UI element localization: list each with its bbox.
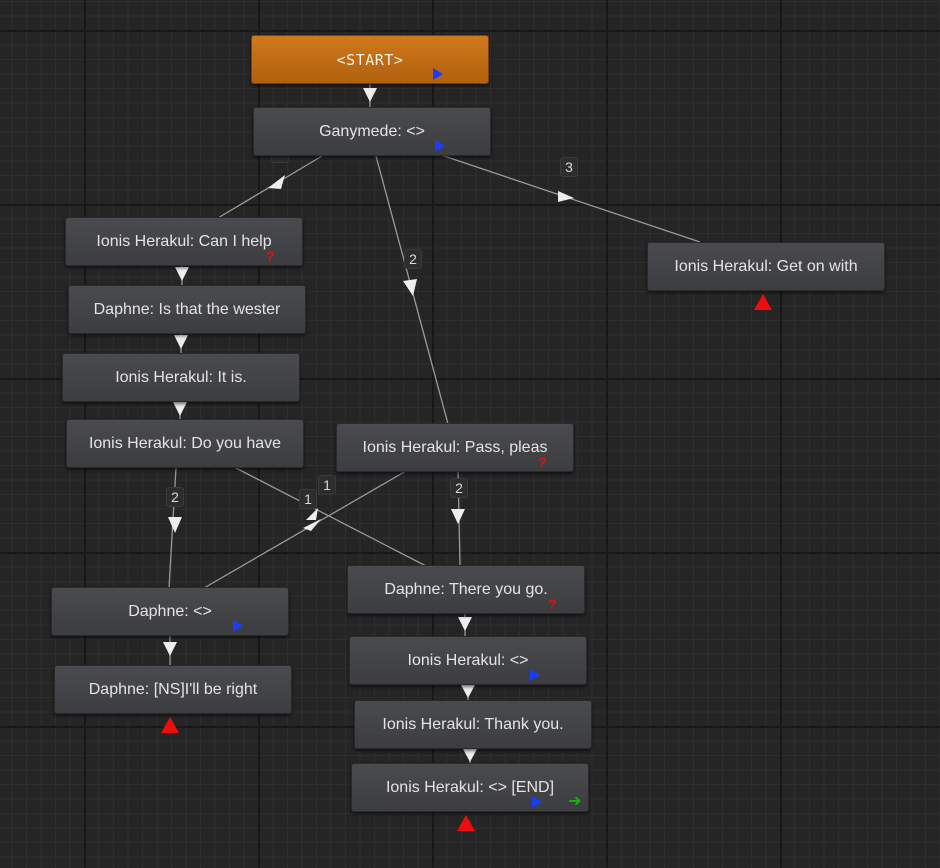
node-label: Ionis Herakul: Do you have xyxy=(88,434,282,452)
node-ganymede[interactable]: Ganymede: <> xyxy=(253,107,491,156)
edge-arrow xyxy=(363,88,377,102)
node-ionis-can-i-help[interactable]: Ionis Herakul: Can I help ? xyxy=(65,217,303,266)
node-daphne-there-you-go[interactable]: Daphne: There you go. ? xyxy=(347,565,585,614)
edge-arrow xyxy=(451,509,465,524)
node-label: Ionis Herakul: It is. xyxy=(115,368,247,386)
edge-arrow xyxy=(303,519,321,531)
edge-arrow xyxy=(403,279,417,296)
node-label: Daphne: <> xyxy=(128,602,212,620)
node-label: Daphne: Is that the wester xyxy=(93,300,281,318)
edge-arrow xyxy=(163,642,177,656)
edge-arrow xyxy=(174,335,188,349)
edge-arrow xyxy=(461,685,475,698)
node-label: Ionis Herakul: <> xyxy=(407,651,529,669)
node-ionis-get-on-with[interactable]: Ionis Herakul: Get on with xyxy=(647,242,885,291)
node-daphne-empty[interactable]: Daphne: <> xyxy=(51,587,289,636)
node-label: Ionis Herakul: Get on with xyxy=(674,257,858,275)
node-label: Ionis Herakul: Thank you. xyxy=(382,715,564,733)
node-label: Ionis Herakul: <> [END] xyxy=(385,778,555,796)
node-ionis-pass[interactable]: Ionis Herakul: Pass, pleas ? xyxy=(336,423,574,472)
node-label: <START> xyxy=(336,50,404,69)
branch-label-pass-1: 1 xyxy=(318,475,336,495)
warning-triangle-icon xyxy=(457,815,475,831)
end-arrow-icon: ➜ xyxy=(568,793,582,810)
node-daphne-ns[interactable]: Daphne: [NS]I'll be right xyxy=(54,665,292,714)
edge-arrow xyxy=(173,402,187,416)
play-icon[interactable] xyxy=(435,140,445,152)
edge-arrow xyxy=(306,508,318,520)
branch-label-pass-2: 2 xyxy=(450,478,468,498)
play-icon[interactable] xyxy=(233,620,243,632)
node-daphne-western[interactable]: Daphne: Is that the wester xyxy=(68,285,306,334)
node-ionis-it-is[interactable]: Ionis Herakul: It is. xyxy=(62,353,300,402)
warning-triangle-icon xyxy=(754,294,772,310)
edge-arrow xyxy=(463,749,477,762)
edge-arrow xyxy=(558,191,574,202)
edge-arrow xyxy=(458,617,472,631)
start-node[interactable]: <START> xyxy=(251,35,489,84)
play-icon[interactable] xyxy=(532,796,542,808)
node-ionis-empty[interactable]: Ionis Herakul: <> xyxy=(349,636,587,685)
node-ionis-end[interactable]: Ionis Herakul: <> [END] ➜ xyxy=(351,763,589,812)
node-label: Ionis Herakul: Pass, pleas xyxy=(362,438,548,456)
node-label: Daphne: There you go. xyxy=(384,580,548,598)
edge-arrow xyxy=(268,175,285,189)
warning-triangle-icon xyxy=(161,717,179,733)
branch-label-doyouhave-2: 2 xyxy=(166,487,184,507)
edge-pass-1 xyxy=(203,470,407,589)
node-ionis-do-you-have[interactable]: Ionis Herakul: Do you have xyxy=(66,419,304,468)
edge-arrow xyxy=(168,517,182,533)
question-icon: ? xyxy=(548,596,557,612)
node-label: Ionis Herakul: Can I help xyxy=(96,232,272,250)
node-label: Daphne: [NS]I'll be right xyxy=(88,680,258,698)
branch-label-doyouhave-1: 1 xyxy=(299,489,317,509)
branch-label-ganymede-2: 2 xyxy=(404,249,422,269)
question-icon: ? xyxy=(266,248,275,264)
node-label: Ganymede: <> xyxy=(319,122,425,140)
play-icon[interactable] xyxy=(433,68,443,80)
branch-label-ganymede-3: 3 xyxy=(560,157,578,177)
edge-arrow xyxy=(175,267,189,281)
play-icon[interactable] xyxy=(530,669,540,681)
node-ionis-thank-you[interactable]: Ionis Herakul: Thank you. xyxy=(354,700,592,749)
question-icon: ? xyxy=(538,454,547,470)
